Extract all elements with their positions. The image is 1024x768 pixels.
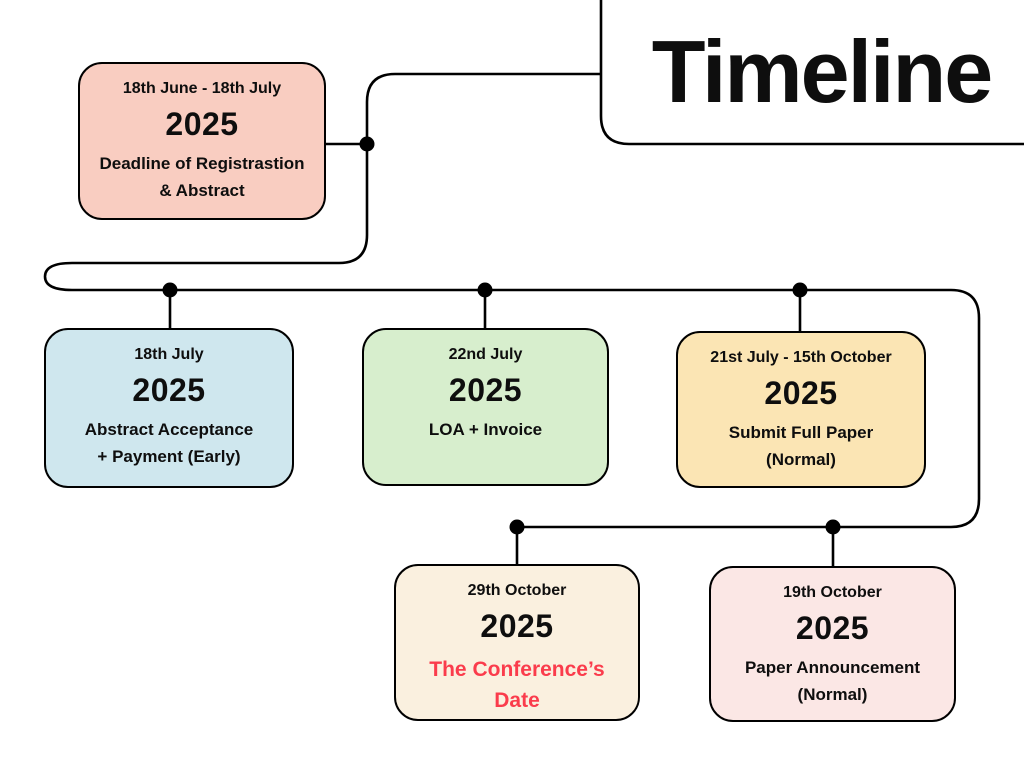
title-card: Timeline (601, 0, 1024, 144)
connector-spine-path (43, 72, 981, 529)
event-date: 19th October (783, 584, 882, 601)
event-label: The Conference’s Date (429, 658, 605, 712)
node-dot-abstract-acceptance (162, 282, 178, 298)
page-title: Timeline (651, 22, 993, 121)
node-dot-loa-invoice (477, 282, 493, 298)
event-date: 18th July (134, 346, 204, 363)
event-year: 2025 (480, 608, 554, 645)
event-label: Deadline of Registrastion & Abstract (99, 154, 305, 200)
event-year: 2025 (448, 372, 523, 409)
event-label: Submit Full Paper (Normal) (728, 423, 874, 469)
event-year: 2025 (165, 106, 239, 143)
event-year: 2025 (764, 375, 838, 412)
event-card-abstract-acceptance: 18th July 2025 Abstract Acceptance + Pay… (44, 328, 294, 488)
node-dot-paper-announcement (825, 519, 841, 535)
event-year: 2025 (795, 610, 870, 647)
title-card-outline (599, 0, 1024, 146)
event-year: 2025 (132, 372, 206, 409)
event-card-paper-announcement: 19th October 2025 Paper Announcement (No… (709, 566, 956, 722)
event-card-registration: 18th June - 18th July 2025 Deadline of R… (78, 62, 326, 220)
node-dot-registration (359, 136, 375, 152)
event-label: LOA + Invoice (428, 420, 543, 440)
event-card-loa-invoice: 22nd July 2025 LOA + Invoice (362, 328, 609, 486)
event-date: 21st July - 15th October (710, 349, 892, 366)
node-dot-full-paper (792, 282, 808, 298)
event-card-conference-date: 29th October 2025 The Conference’s Date (394, 564, 640, 721)
event-date: 29th October (467, 582, 567, 599)
event-label: Paper Announcement (Normal) (744, 658, 921, 704)
event-label: Abstract Acceptance + Payment (Early) (84, 420, 254, 466)
event-date: 18th June - 18th July (122, 80, 282, 97)
event-card-full-paper: 21st July - 15th October 2025 Submit Ful… (676, 331, 926, 488)
event-date: 22nd July (448, 346, 523, 363)
node-dot-conference-date (509, 519, 525, 535)
